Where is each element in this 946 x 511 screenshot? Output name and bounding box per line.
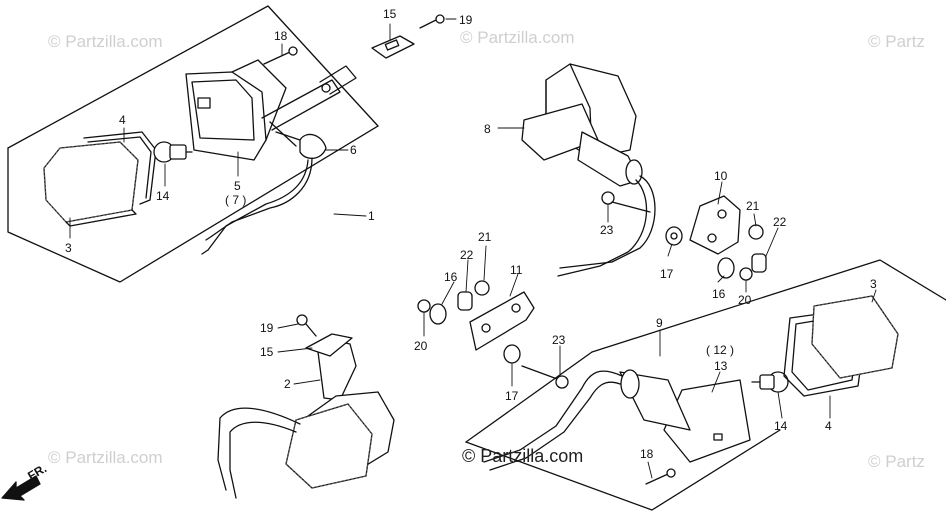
boot-6 xyxy=(201,133,327,255)
part-label-1: 1 xyxy=(368,209,375,223)
part-label-22: 22 xyxy=(773,215,787,229)
part-label-21: 21 xyxy=(478,230,492,244)
screw-19-bottom xyxy=(296,314,317,337)
part-label-23: 23 xyxy=(552,333,566,347)
part-label-22: 22 xyxy=(460,248,474,262)
part-label-20: 20 xyxy=(738,293,752,307)
part-label-16: 16 xyxy=(444,270,458,284)
part-label-18: 18 xyxy=(274,29,288,43)
screw-19-top xyxy=(419,14,445,29)
part-label-2: 2 xyxy=(284,377,291,391)
lens-3-bottom xyxy=(811,295,899,379)
watermark-main: © Partzilla.com xyxy=(462,446,584,466)
part-label-20: 20 xyxy=(414,339,428,353)
watermark: © Partzilla.com xyxy=(48,32,163,51)
part-label-17: 17 xyxy=(660,267,674,281)
lens-3 xyxy=(43,141,139,227)
housing-5 xyxy=(185,59,287,161)
bracket-15-bottom xyxy=(305,333,353,357)
part-label-16: 16 xyxy=(712,287,726,301)
part-label-9: 9 xyxy=(656,316,663,330)
part-label-4: 4 xyxy=(825,419,832,433)
direction-arrow-icon xyxy=(1,475,41,501)
washer-17-center xyxy=(503,344,521,364)
watermark: © Partzilla.com xyxy=(48,448,163,467)
part-label-5: 5 xyxy=(234,179,241,193)
bulb-14-bottom xyxy=(751,371,789,393)
part-label-15: 15 xyxy=(383,7,397,21)
part-label-11: 11 xyxy=(510,263,523,277)
signal-13 xyxy=(483,369,751,471)
part-label-3: 3 xyxy=(65,241,72,255)
part-label-21: 21 xyxy=(746,199,760,213)
bulb-14 xyxy=(153,141,193,163)
part-label-19: 19 xyxy=(260,321,274,335)
bolt-23-center xyxy=(521,365,569,389)
part-label-6: 6 xyxy=(350,143,357,157)
screw-18 xyxy=(263,46,298,65)
part-label-14: 14 xyxy=(156,189,170,203)
leader-lines xyxy=(69,18,877,479)
hardware-right xyxy=(717,224,767,281)
watermark: © Partz xyxy=(868,32,925,51)
part-label-12: ( 12 ) xyxy=(706,343,734,357)
part-label-18: 18 xyxy=(640,447,654,461)
part-label-15: 15 xyxy=(260,345,274,359)
watermark: © Partzilla.com xyxy=(460,28,575,47)
bolt-23 xyxy=(601,191,651,213)
assembly-1-outline xyxy=(7,5,379,283)
screw-18-bottom xyxy=(645,468,676,485)
washer-17 xyxy=(665,226,683,246)
bracket-11 xyxy=(469,291,535,351)
part-label-19: 19 xyxy=(459,13,473,27)
mount-stem xyxy=(261,65,357,147)
part-label-4: 4 xyxy=(119,113,126,127)
part-label-14: 14 xyxy=(774,419,788,433)
hardware-center xyxy=(417,280,490,325)
bracket-15-top xyxy=(371,35,415,59)
assembly-9-outline xyxy=(465,259,946,511)
bracket-10 xyxy=(689,195,741,255)
signal-8 xyxy=(521,63,656,277)
watermark: © Partz xyxy=(868,452,925,471)
part-label-13: 13 xyxy=(714,359,728,373)
part-label-7: ( 7 ) xyxy=(225,193,246,207)
part-label-23: 23 xyxy=(600,223,614,237)
part-label-3: 3 xyxy=(870,277,877,291)
signal-2 xyxy=(217,339,395,499)
part-label-8: 8 xyxy=(484,122,491,136)
part-label-10: 10 xyxy=(714,169,728,183)
part-label-17: 17 xyxy=(505,389,519,403)
